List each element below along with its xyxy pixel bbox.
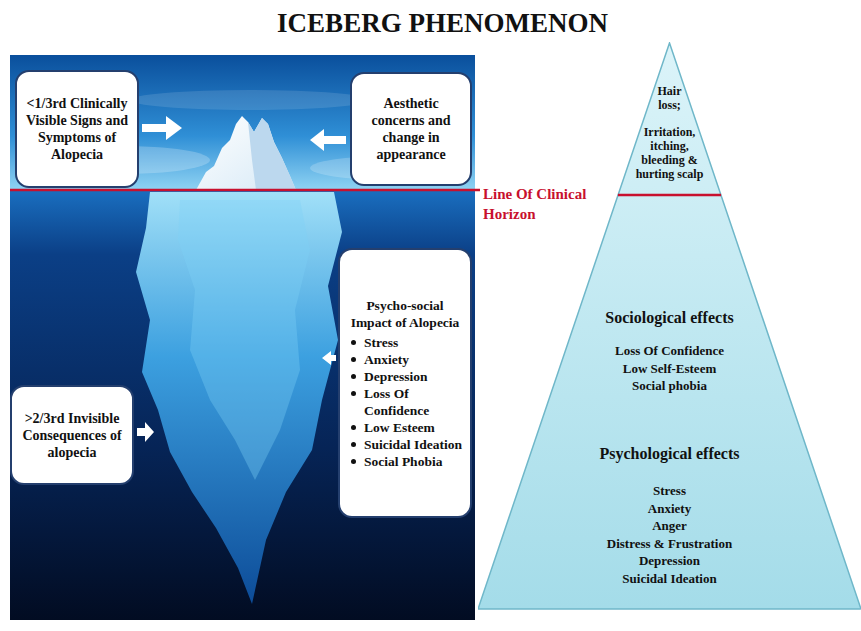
bullet-text: Anxiety xyxy=(364,352,409,367)
bullet-text: Stress xyxy=(364,335,398,350)
callout-box: Aesthetic concerns and change in appeara… xyxy=(350,72,472,186)
pyramid-heading: Sociological effects xyxy=(605,308,733,328)
pyramid-group: Loss Of ConfidenceLow Self-EsteemSocial … xyxy=(478,342,861,395)
pyramid-item: Social phobia xyxy=(632,377,707,395)
bullet-list-box: Psycho-social Impact of AlopeciaStressAn… xyxy=(338,248,472,518)
pyramid-item: Low Self-Esteem xyxy=(623,360,717,378)
pyramid-heading: Psychological effects xyxy=(600,444,740,464)
bullet-dot xyxy=(351,391,356,396)
pyramid-outline xyxy=(478,43,861,609)
horizon-line xyxy=(618,194,721,197)
water-panel xyxy=(10,190,475,620)
horizon-line xyxy=(10,189,480,192)
bullet-dot xyxy=(351,442,356,447)
bullet-dot xyxy=(351,425,356,430)
bullet-text: Social Phobia xyxy=(364,454,442,469)
cloud xyxy=(130,90,370,110)
bullet-dot xyxy=(351,357,356,362)
bullet-text: Suicidal Ideation xyxy=(364,437,462,452)
box-text: >2/3rd Invisible Consequences of alopeci… xyxy=(20,410,124,461)
pyramid-item: Distress & Frustration xyxy=(607,535,732,553)
bullet-row: Stress xyxy=(348,334,462,351)
pointer-arrow xyxy=(142,116,182,140)
bullet-dot xyxy=(351,340,356,345)
pyramid-item: Depression xyxy=(639,552,700,570)
bullet-text: Loss Of Confidence xyxy=(364,386,429,418)
bullet-row: Anxiety xyxy=(348,351,462,368)
bullet-row: Low Esteem xyxy=(348,419,462,436)
pyramid-item: Anger xyxy=(652,517,687,535)
box-text: <1/3rd Clinically Visible Signs and Symp… xyxy=(25,95,129,163)
iceberg-highlight xyxy=(178,200,310,480)
bullet-text: Depression xyxy=(364,369,428,384)
effects-pyramid: Hair loss; Irritation, itching, bleeding… xyxy=(478,42,861,610)
callout-box: <1/3rd Clinically Visible Signs and Symp… xyxy=(15,70,139,188)
pointer-arrow xyxy=(310,129,346,151)
sky-panel xyxy=(10,55,475,190)
bullet-row: Suicidal Ideation xyxy=(348,436,462,453)
box-text: Aesthetic concerns and change in appeara… xyxy=(360,95,462,163)
bullet-dot xyxy=(351,459,356,464)
underwater-iceberg xyxy=(136,192,342,604)
pyramid-group: StressAnxietyAngerDistress & Frustration… xyxy=(478,482,861,587)
bullet-row: Social Phobia xyxy=(348,453,462,470)
pointer-arrow xyxy=(137,422,154,442)
pyramid-item: Loss Of Confidence xyxy=(615,342,724,360)
pyramid-item: Suicidal Ideation xyxy=(622,570,716,588)
pyramid-item: Stress xyxy=(653,482,686,500)
bullet-text: Low Esteem xyxy=(364,420,435,435)
pointer-arrow xyxy=(322,351,336,365)
pyramid-group: Sociological effects xyxy=(478,308,861,328)
bullet-row: Loss Of Confidence xyxy=(348,385,462,419)
horizon-label: Line Of Clinical Horizon xyxy=(483,184,611,224)
bullet-dot xyxy=(351,374,356,379)
list-heading: Psycho-social Impact of Alopecia xyxy=(348,297,462,331)
iceberg-tip-shadow xyxy=(248,118,296,190)
bullet-row: Depression xyxy=(348,368,462,385)
pyramid-tip-text: Hair loss; Irritation, itching, bleeding… xyxy=(636,84,704,181)
callout-box: >2/3rd Invisible Consequences of alopeci… xyxy=(10,385,134,485)
iceberg-tip xyxy=(196,116,296,190)
pyramid-item: Anxiety xyxy=(648,500,691,518)
pyramid-group: Psychological effects xyxy=(478,444,861,464)
diagram-title: ICEBERG PHENOMENON xyxy=(0,6,861,40)
pyramid-tip: Hair loss; Irritation, itching, bleeding… xyxy=(619,42,720,192)
